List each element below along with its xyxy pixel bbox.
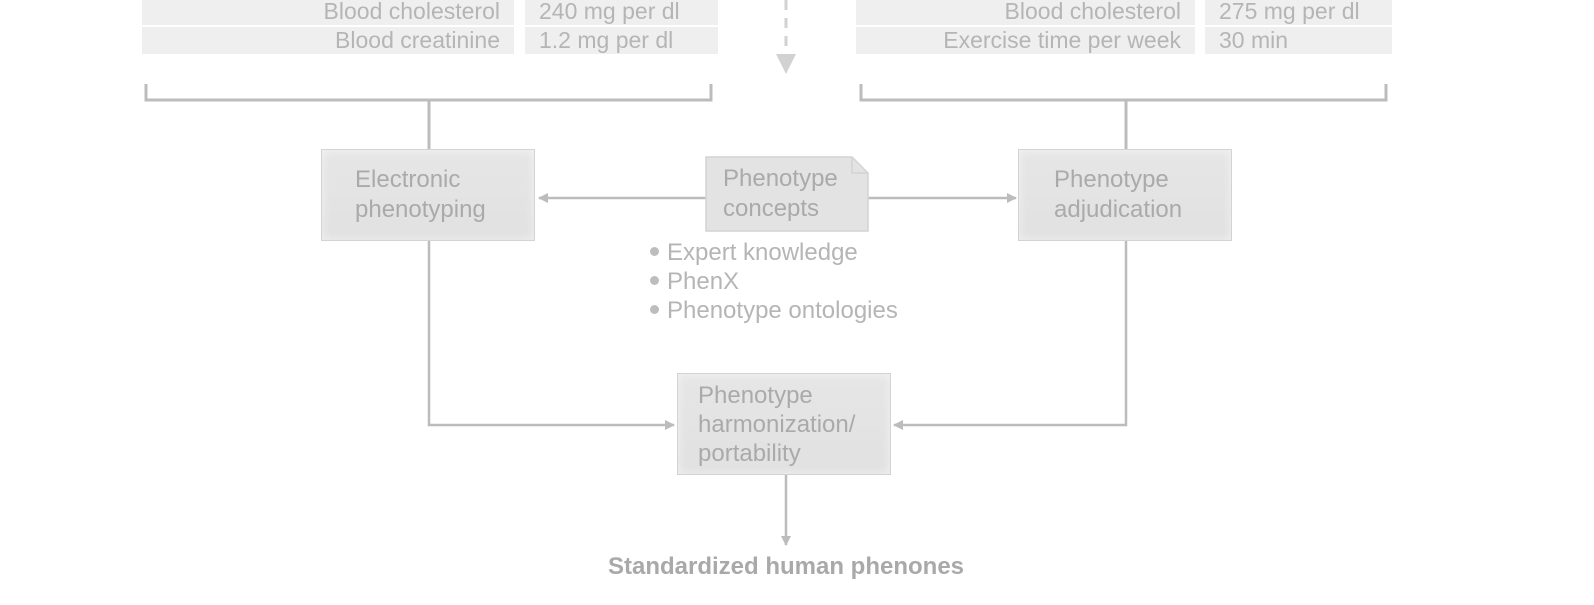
bullet-icon	[650, 276, 659, 286]
concepts-fold	[851, 157, 868, 174]
left-table-value: 1.2 mg per dl	[525, 27, 718, 54]
arrow-electronic-to-harmonization	[427, 240, 675, 430]
list-item: Phenotype ontologies	[650, 296, 898, 325]
right-table-row-cholesterol: Blood cholesterol 275 mg per dl	[856, 0, 1392, 25]
right-table-label: Exercise time per week	[856, 27, 1195, 54]
phenotype-harmonization-line1: Phenotype	[698, 382, 813, 409]
phenotype-concepts-label: Phenotype concepts	[723, 164, 838, 224]
concepts-box-shape	[705, 156, 869, 232]
right-bracket	[859, 84, 1388, 102]
electronic-phenotyping-line1: Electronic	[355, 166, 461, 193]
phenotype-adjudication-line2: adjudication	[1054, 196, 1183, 223]
phenotype-concepts-line2: concepts	[723, 195, 820, 222]
list-item: Expert knowledge	[650, 238, 898, 267]
concept-source-ontologies: Phenotype ontologies	[667, 297, 898, 324]
dashed-arrow-head	[776, 54, 796, 74]
right-table-value: 30 min	[1205, 27, 1392, 54]
list-item: PhenX	[650, 267, 898, 296]
bullet-icon	[650, 305, 659, 315]
concept-source-expert-knowledge: Expert knowledge	[667, 239, 858, 266]
phenotype-concepts-line1: Phenotype	[723, 165, 838, 192]
phenotype-adjudication-line1: Phenotype	[1054, 166, 1169, 193]
arrow-adjudication-to-harmonization	[893, 240, 1128, 430]
concept-sources-list: Expert knowledge PhenX Phenotype ontolog…	[650, 238, 898, 325]
electronic-phenotyping-line2: phenotyping	[355, 196, 486, 223]
left-table-label: Blood creatinine	[142, 27, 514, 54]
phenotype-harmonization-line3: portability	[698, 440, 801, 467]
phenotype-harmonization-line2: harmonization/	[698, 411, 856, 438]
left-table-row-creatinine: Blood creatinine 1.2 mg per dl	[142, 27, 718, 54]
right-table-row-exercise: Exercise time per week 30 min	[856, 27, 1392, 54]
bullet-icon	[650, 247, 659, 257]
output-label: Standardized human phenones	[607, 553, 965, 580]
electronic-phenotyping-box: Electronic phenotyping	[321, 149, 535, 241]
right-table-value: 275 mg per dl	[1205, 0, 1392, 25]
concept-source-phenx: PhenX	[667, 268, 740, 295]
left-bracket	[144, 84, 713, 102]
left-table-value: 240 mg per dl	[525, 0, 718, 25]
left-table-label: Blood cholesterol	[142, 0, 514, 25]
right-table-label: Blood cholesterol	[856, 0, 1195, 25]
phenotype-adjudication-box: Phenotype adjudication	[1018, 149, 1232, 241]
left-table-row-cholesterol: Blood cholesterol 240 mg per dl	[142, 0, 718, 25]
phenotype-harmonization-box: Phenotype harmonization/ portability	[677, 373, 891, 475]
